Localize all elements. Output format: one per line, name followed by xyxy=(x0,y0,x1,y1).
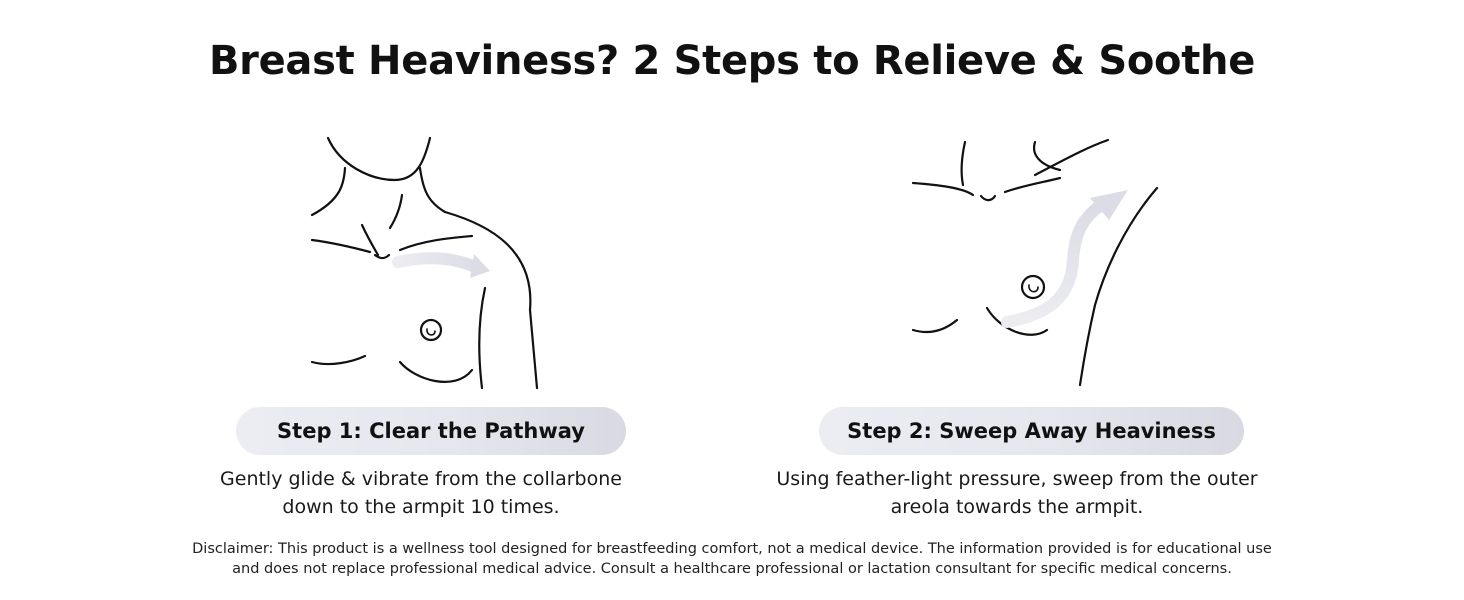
step-2-label: Step 2: Sweep Away Heaviness xyxy=(819,407,1244,455)
disclaimer: Disclaimer: This product is a wellness t… xyxy=(110,539,1354,579)
step-2-description-line: areola towards the armpit. xyxy=(890,496,1144,518)
disclaimer-line: and does not replace professional medica… xyxy=(232,561,1232,577)
disclaimer-line: Disclaimer: This product is a wellness t… xyxy=(192,541,1272,557)
page-title: Breast Heaviness? 2 Steps to Relieve & S… xyxy=(208,38,1256,84)
step-1-description-line: Gently glide & vibrate from the collarbo… xyxy=(220,468,622,490)
collarbone-to-armpit-illustration xyxy=(290,130,580,395)
step-1-label: Step 1: Clear the Pathway xyxy=(236,407,626,455)
step-2-description-line: Using feather-light pressure, sweep from… xyxy=(776,468,1258,490)
step-1-description: Gently glide & vibrate from the collarbo… xyxy=(176,465,666,521)
step-1-description-line: down to the armpit 10 times. xyxy=(282,496,560,518)
areola-to-armpit-illustration xyxy=(895,130,1175,395)
step-2-description: Using feather-light pressure, sweep from… xyxy=(752,465,1282,521)
